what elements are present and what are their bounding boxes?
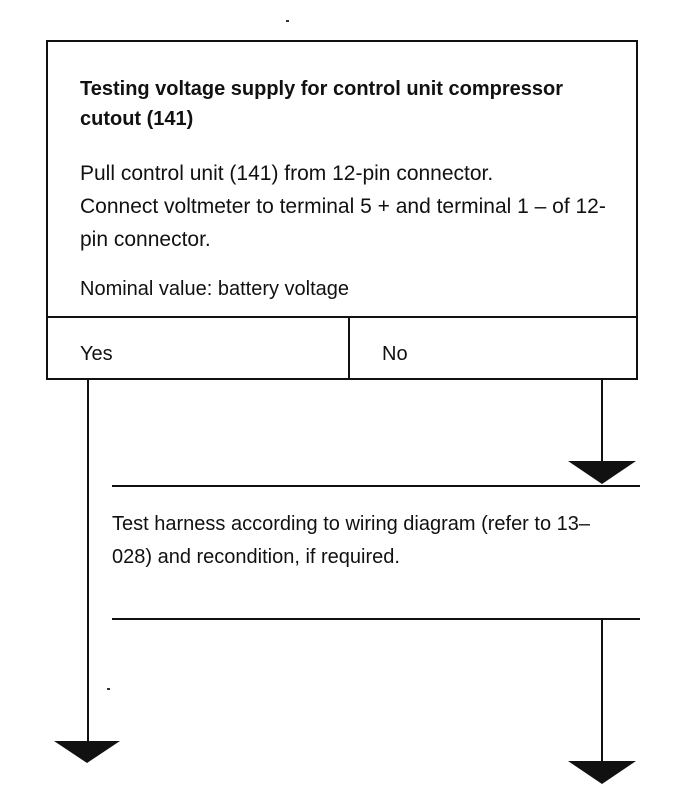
yes-arrowhead	[54, 741, 120, 763]
no-label: No	[382, 343, 408, 365]
no-arrowhead-lower	[568, 761, 636, 784]
yes-cell: Yes	[48, 318, 350, 378]
no-cell: No	[350, 318, 636, 378]
scan-speck-top	[286, 20, 289, 22]
yes-label: Yes	[80, 343, 113, 365]
decision-title: Testing voltage supply for control unit …	[80, 78, 564, 130]
no-arrowhead-upper	[568, 461, 636, 484]
nominal-value: Nominal value: battery voltage	[80, 278, 350, 300]
decision-box-content: Testing voltage supply for control unit …	[48, 42, 636, 318]
scan-speck-left	[107, 688, 110, 690]
decision-instructions: Pull control unit (141) from 12-pin conn…	[80, 157, 625, 256]
decision-box: Testing voltage supply for control unit …	[46, 40, 638, 380]
action-text: Test harness according to wiring diagram…	[112, 513, 591, 568]
instruction-line-2: Connect voltmeter to terminal 5 + and te…	[80, 195, 606, 251]
instruction-line-1: Pull control unit (141) from 12-pin conn…	[80, 162, 494, 185]
